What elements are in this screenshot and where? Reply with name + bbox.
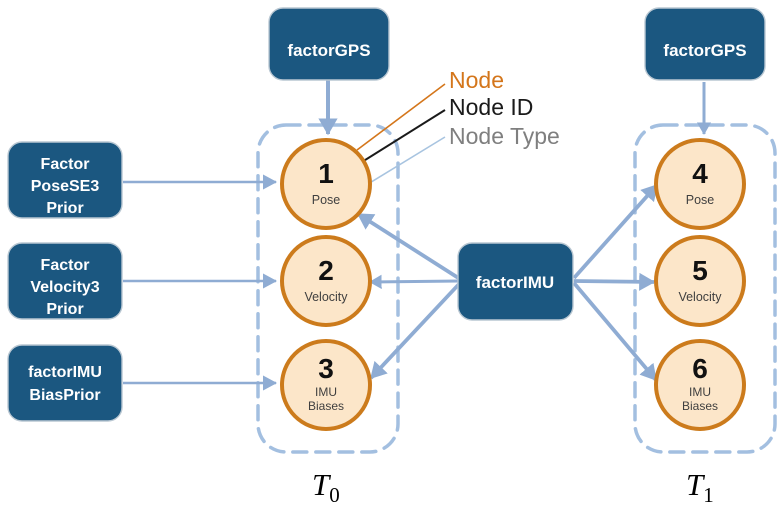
node-4-type: Pose <box>686 193 715 207</box>
factor-box-gps-right: factorGPS <box>644 7 766 81</box>
factor-box-pose-prior: Factor PoseSE3 Prior <box>7 141 123 219</box>
variable-node-1: 1 Pose <box>280 138 372 230</box>
node-3-id: 3 <box>318 353 334 384</box>
variable-node-6-circle <box>654 339 746 431</box>
timestep-label-t1: T1 <box>686 467 714 506</box>
edge-factorimu-to-node4 <box>572 183 659 280</box>
variable-node-5-circle <box>654 235 746 327</box>
factor-pose-prior-line3: Prior <box>46 200 83 217</box>
annotation-node-id-label: Node ID <box>449 94 533 120</box>
edge-factorimu-to-node3 <box>369 281 462 380</box>
factor-velocity-prior-line2: Velocity3 <box>30 279 99 296</box>
t1-subscript: 1 <box>703 483 714 506</box>
t0-subscript: 0 <box>329 483 340 506</box>
timestep-frame-t0 <box>256 123 400 454</box>
annotation-node-label: Node <box>449 67 504 93</box>
factor-box-gps-left-shape <box>268 7 390 81</box>
factor-gps-right-label: factorGPS <box>663 41 746 60</box>
node-5-type: Velocity <box>678 290 722 304</box>
node-5-id: 5 <box>692 255 708 286</box>
timestep-frame-t1 <box>633 123 777 454</box>
variable-node-2: 2 Velocity <box>280 235 372 327</box>
factor-box-velocity-prior-shape <box>7 242 123 320</box>
factor-imu-bias-prior-line2: BiasPrior <box>29 387 100 404</box>
node-6-type-line2: Biases <box>682 399 718 413</box>
node-3-type-line2: Biases <box>308 399 344 413</box>
factor-velocity-prior-line3: Prior <box>46 301 83 318</box>
node-6-type-line1: IMU <box>689 385 711 399</box>
edge-factorimu-to-node2 <box>369 274 461 290</box>
edge-factorimu-to-node1 <box>356 212 462 281</box>
annotation-node-type-label: Node Type <box>449 123 560 149</box>
node-2-id: 2 <box>318 255 334 286</box>
factor-box-pose-prior-shape <box>7 141 123 219</box>
node-6-id: 6 <box>692 353 708 384</box>
factor-box-velocity-prior: Factor Velocity3 Prior <box>7 242 123 320</box>
factor-imu-bias-prior-line1: factorIMU <box>28 364 102 381</box>
variable-node-4-circle <box>654 138 746 230</box>
node-2-type: Velocity <box>304 290 348 304</box>
leader-line-node <box>356 83 446 151</box>
variable-node-4: 4 Pose <box>654 138 746 230</box>
factor-box-imu-bias-prior-shape <box>7 344 123 422</box>
variable-node-6: 6 IMU Biases <box>654 339 746 431</box>
factor-box-imu-shape <box>457 242 574 321</box>
t0-symbol: T <box>312 467 332 502</box>
factor-gps-left-label: factorGPS <box>287 41 370 60</box>
factor-box-gps-right-shape <box>644 7 766 81</box>
variable-node-5: 5 Velocity <box>654 235 746 327</box>
node-1-type: Pose <box>312 193 341 207</box>
node-3-type-line1: IMU <box>315 385 337 399</box>
factor-box-imu-bias-prior: factorIMU BiasPrior <box>7 344 123 422</box>
variable-node-1-circle <box>280 138 372 230</box>
t1-symbol: T <box>686 467 706 502</box>
node-4-id: 4 <box>692 158 708 189</box>
factor-pose-prior-line1: Factor <box>41 156 90 173</box>
factor-velocity-prior-line1: Factor <box>41 257 90 274</box>
variable-node-3: 3 IMU Biases <box>280 339 372 431</box>
factor-box-gps-left: factorGPS <box>268 7 390 81</box>
variable-node-3-circle <box>280 339 372 431</box>
node-1-id: 1 <box>318 158 334 189</box>
factor-box-imu: factorIMU <box>457 242 574 321</box>
edge-factorimu-to-node6 <box>572 281 658 382</box>
factor-pose-prior-line2: PoseSE3 <box>31 178 100 195</box>
edge-factorimu-to-node5 <box>573 272 656 291</box>
timestep-label-t0: T0 <box>312 467 340 506</box>
variable-node-2-circle <box>280 235 372 327</box>
factor-imu-label: factorIMU <box>476 273 554 292</box>
